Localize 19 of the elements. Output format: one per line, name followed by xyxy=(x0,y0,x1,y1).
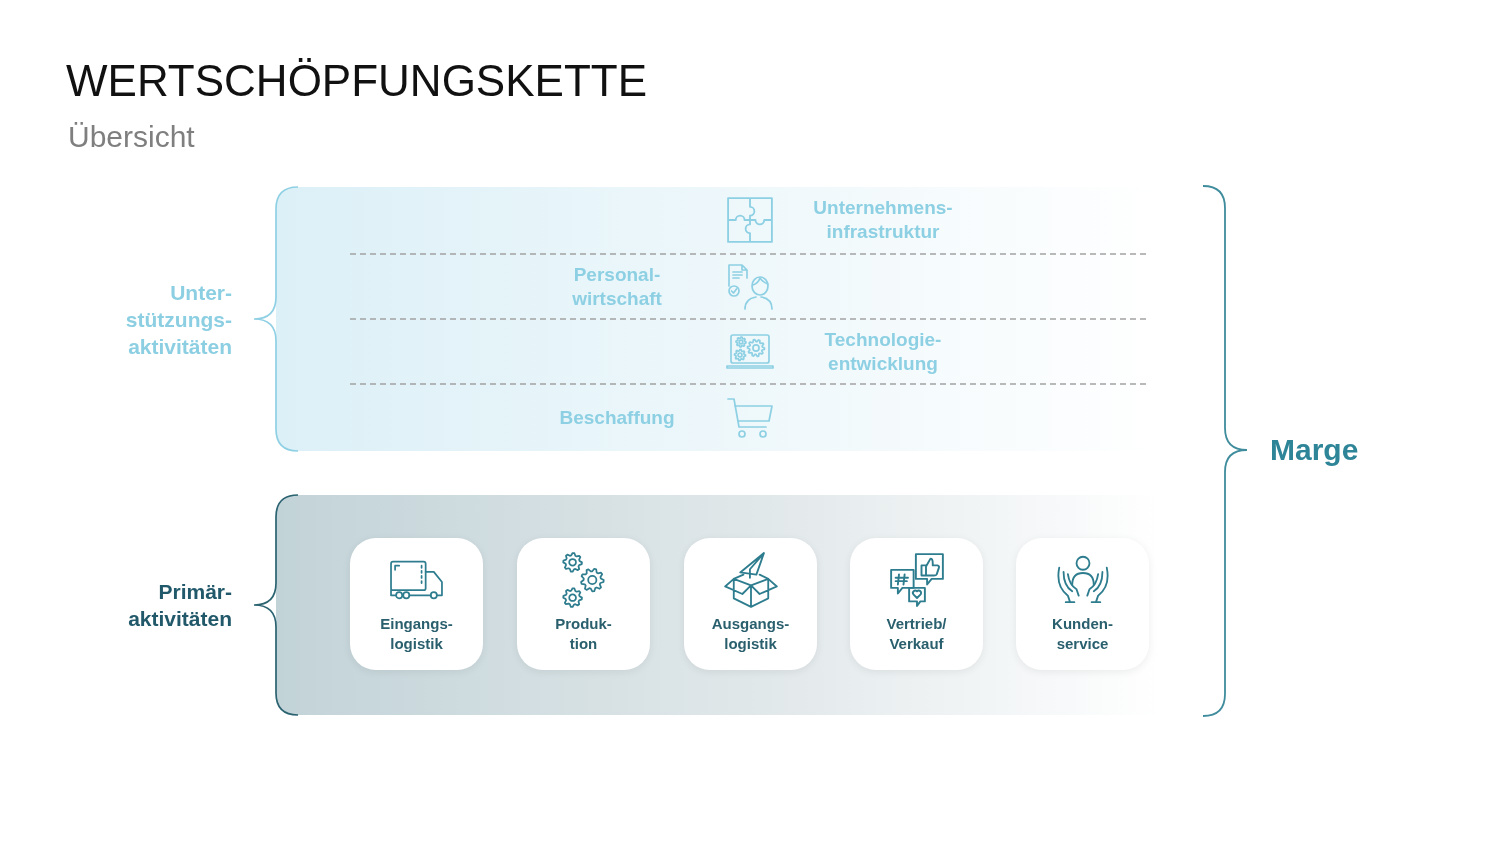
group-heading: Unter- stützungs- aktivitäten xyxy=(125,279,232,360)
activity-card xyxy=(1016,538,1149,670)
margin-label: Marge xyxy=(1270,432,1359,468)
activity-label: Vertrieb/ Verkauf xyxy=(886,614,947,654)
activity-card xyxy=(684,538,817,670)
activity-card xyxy=(517,538,650,670)
group-heading: Primär- aktivitäten xyxy=(128,579,232,632)
activity-card xyxy=(350,538,483,670)
activity-label: Produk- tion xyxy=(555,614,612,654)
activity-label: Eingangs- logistik xyxy=(380,614,453,654)
activity-label: Kunden- service xyxy=(1052,614,1113,654)
activity-label: Ausgangs- logistik xyxy=(711,614,790,654)
slide-subtitle: Übersicht xyxy=(68,119,195,155)
activity-label: Personal- wirtschaft xyxy=(572,262,662,311)
activity-label: Beschaffung xyxy=(559,406,675,430)
activity-label: Technologie- entwicklung xyxy=(824,327,942,376)
activity-label: Unternehmens- infrastruktur xyxy=(813,196,953,244)
slide-title: WERTSCHÖPFUNGSKETTE xyxy=(66,56,647,106)
activity-card xyxy=(850,538,983,670)
